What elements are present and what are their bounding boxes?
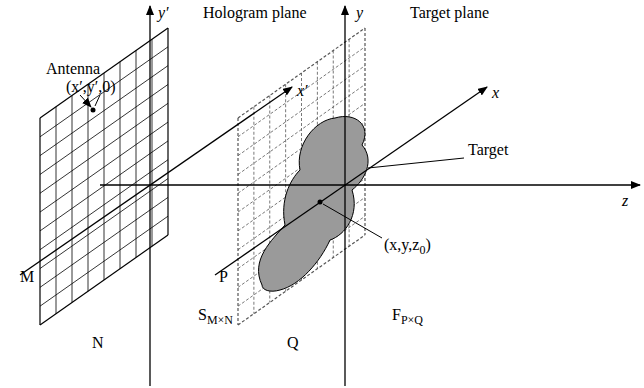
axis-label: y′	[158, 4, 169, 22]
matrix-label: M×N	[207, 313, 233, 327]
axis-label: y′	[158, 4, 169, 21]
plane-title: Hologram plane	[203, 4, 307, 22]
dimension-label: N	[92, 334, 104, 351]
axis-label: y	[356, 4, 363, 21]
grid-line	[40, 197, 168, 287]
plane-title: Target plane	[410, 4, 489, 21]
x-axis	[215, 87, 487, 275]
grid-line	[167, 28, 168, 235]
grid-line	[40, 103, 168, 193]
grid-line	[72, 96, 73, 303]
grid-line	[152, 39, 153, 246]
axis-label: x′	[297, 82, 308, 100]
grid-line	[238, 28, 365, 118]
dimension-label: M	[20, 268, 34, 286]
grid-line	[40, 122, 168, 212]
target-point	[318, 200, 323, 205]
target-label: Target	[468, 141, 508, 158]
grid-line	[253, 107, 254, 314]
coordinate-label: 0	[419, 243, 425, 257]
grid-line	[40, 47, 168, 137]
axis-label: z	[622, 192, 628, 209]
grid-line	[40, 66, 168, 156]
grid-line	[88, 84, 89, 291]
y-axis	[344, 6, 345, 386]
matrix-label: F	[392, 306, 401, 323]
axis-label: z	[622, 192, 628, 210]
antenna-label: Antenna	[46, 60, 100, 77]
y-prime-axis	[149, 6, 150, 386]
coordinate-label: (x,y,z0)	[384, 236, 431, 254]
grid-line	[40, 160, 168, 250]
grid-line	[136, 51, 137, 258]
z-axis	[100, 184, 640, 185]
matrix-label: FP×Q	[392, 306, 423, 324]
antenna-leader	[80, 95, 91, 107]
antenna-label: Antenna	[46, 60, 100, 78]
grid-line	[40, 216, 168, 306]
target-label: Target	[468, 141, 508, 159]
antenna-leader	[95, 95, 100, 106]
antenna-dot	[91, 108, 96, 113]
grid-line	[40, 179, 168, 269]
dimension-label: P	[219, 268, 228, 285]
grid-line	[104, 73, 105, 280]
axis-label: x	[492, 84, 499, 102]
axis-label: x	[492, 84, 499, 101]
plane-title: Target plane	[410, 4, 489, 22]
target-leader	[368, 158, 464, 168]
dimension-label: Q	[287, 334, 299, 352]
dimension-label: P	[219, 268, 228, 286]
axis-label: y	[356, 4, 363, 22]
target-blob	[259, 117, 369, 292]
x-prime-axis	[20, 87, 292, 275]
grid-line	[56, 107, 57, 314]
grid-line	[40, 84, 168, 174]
grid-line	[39, 118, 40, 325]
axis-label: x′	[297, 82, 308, 99]
matrix-label: SM×N	[198, 306, 233, 324]
coordinate-label: (x,y,z	[384, 236, 419, 253]
matrix-label: S	[198, 306, 207, 323]
coordinate-label: (x′,y′,0)	[66, 78, 116, 96]
coordinate-label: )	[425, 236, 430, 253]
grid-line	[237, 118, 238, 325]
dimension-label: N	[92, 334, 104, 352]
coordinate-label: (x′,y′,0)	[66, 78, 116, 95]
grid-line	[120, 62, 121, 269]
matrix-label: P×Q	[401, 313, 423, 327]
plane-title: Hologram plane	[203, 4, 307, 21]
grid-line	[40, 28, 168, 118]
point-leader	[323, 204, 382, 238]
dimension-label: M	[20, 268, 34, 285]
dimension-label: Q	[287, 334, 299, 351]
